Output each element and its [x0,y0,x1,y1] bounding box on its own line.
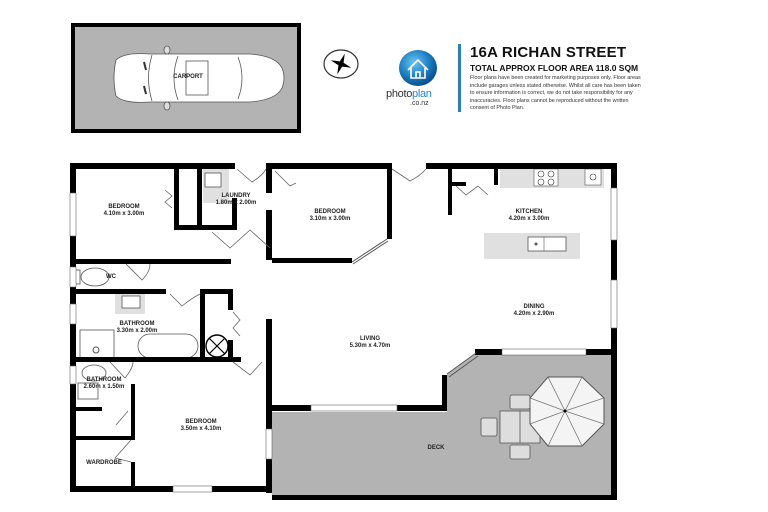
room-label-wardrobe: WARDROBE [86,460,122,467]
property-title: 16A RICHAN STREET [470,44,627,61]
angled-windows [351,238,479,378]
room-label-bedroom-1: BEDROOM 4.10m x 3.00m [104,204,145,218]
room-label-living: LIVING 5.30m x 4.70m [350,336,391,350]
room-name: BEDROOM [314,209,346,215]
brand-domain: .co.nz [410,100,429,107]
room-name: DINING [523,304,545,310]
room-dimensions: 3.10m x 3.00m [309,216,351,222]
room-label-bedroom-3: BEDROOM 3.50m x 4.10m [181,419,222,433]
doors [109,168,489,463]
room-dimensions: 2.60m x 1.50m [83,384,125,390]
house-icon [399,50,437,86]
deck-area [272,353,612,500]
room-label-bedroom-2: BEDROOM 3.10m x 3.00m [310,209,351,223]
room-name: KITCHEN [515,209,543,215]
room-name: WARDROBE [86,460,122,466]
room-label-kitchen: KITCHEN 4.20m x 3.00m [509,209,550,223]
floor-area: TOTAL APPROX FLOOR AREA 118.0 SQM [470,63,639,73]
windows [69,187,618,493]
brand-name: photoplan [386,88,432,100]
room-name: BATHROOM [119,321,155,327]
umbrella-icon [529,376,605,447]
room-label-dining: DINING 4.20m x 2.90m [514,304,555,318]
room-label-deck: DECK [427,445,444,452]
room-dimensions: 4.20m x 3.00m [508,216,550,222]
car-icon [113,45,285,111]
carport [71,23,301,133]
room-name: BEDROOM [185,419,217,425]
room-name: LIVING [359,336,381,342]
header-divider [458,44,461,112]
room-dimensions: 1.80m x 2.00m [215,200,257,206]
brand-name-part1: photo [386,88,413,100]
walls [70,163,617,500]
room-dimensions: 5.30m x 4.70m [349,343,391,349]
room-name: BATHROOM [86,377,122,383]
room-label-bathroom-2: BATHROOM 2.60m x 1.50m [84,377,125,391]
compass-star-icon [323,49,359,79]
fixtures [71,167,604,400]
room-name: CARPORT [173,74,203,80]
room-name: DECK [427,445,445,451]
room-dimensions: 3.30m x 2.00m [116,328,158,334]
room-name: BEDROOM [108,204,140,210]
room-name: LAUNDRY [221,193,251,199]
room-label-laundry: LAUNDRY 1.80m x 2.00m [216,193,257,207]
room-label-bathroom-1: BATHROOM 3.30m x 2.00m [117,321,158,335]
room-dimensions: 4.20m x 2.90m [513,311,555,317]
room-name: WC [106,274,116,280]
brand-name-part2: plan [412,88,432,100]
room-dimensions: 3.50m x 4.10m [180,426,222,432]
room-label-wc: WC [106,274,116,281]
room-dimensions: 4.10m x 3.00m [103,211,145,217]
room-label-carport: CARPORT [173,74,203,81]
disclaimer-text: Floor plans have been created for market… [470,75,641,112]
